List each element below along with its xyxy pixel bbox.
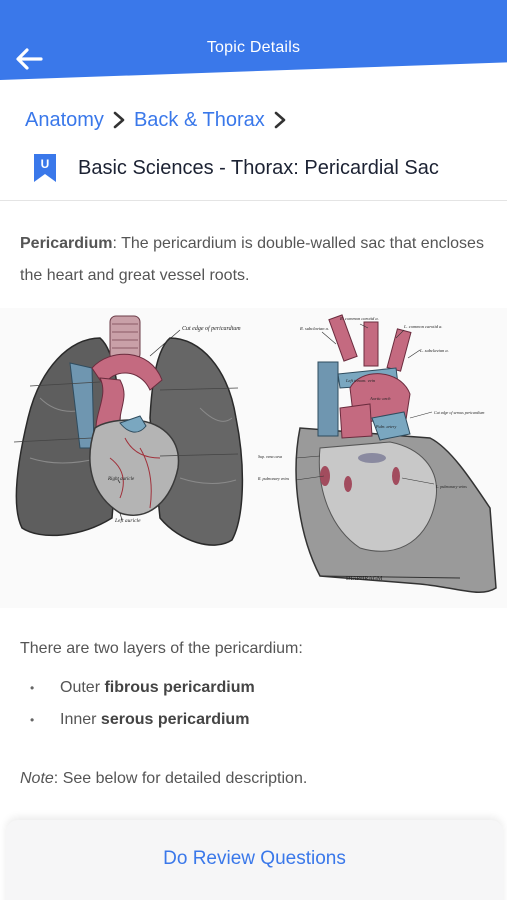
bullet-icon: • xyxy=(30,681,35,695)
chevron-right-icon xyxy=(112,110,126,130)
note-paragraph: Note: See below for detailed description… xyxy=(20,770,307,788)
do-review-questions-button[interactable]: Do Review Questions xyxy=(163,848,346,869)
list-item-bold: serous pericardium xyxy=(100,711,250,728)
list-item-prefix: Inner xyxy=(60,711,97,728)
label-sup-vena-cava: Sup. vena cava xyxy=(258,454,282,459)
label-right-auricle: Right auricle xyxy=(107,477,135,482)
list-item: • Outer fibrous pericardium xyxy=(30,672,255,704)
list-item-prefix: Outer xyxy=(60,679,101,696)
label-l-common-carotid: L. common carotid a. xyxy=(403,324,442,329)
bullet-icon: • xyxy=(30,713,35,727)
label-cut-edge-serous: Cut edge of serous pericardium xyxy=(434,410,484,415)
label-r-pulmonary-veins: R. pulmonary veins xyxy=(257,476,289,481)
note-label: Note xyxy=(20,770,54,787)
layers-list: • Outer fibrous pericardium • Inner serous… xyxy=(30,672,255,736)
label-left-auricle: Left auricle xyxy=(114,517,141,524)
bottom-action-bar: Do Review Questions xyxy=(6,820,503,900)
layers-intro: There are two layers of the pericardium: xyxy=(20,640,303,657)
list-item: • Inner serous pericardium xyxy=(30,704,255,736)
chevron-right-icon xyxy=(273,110,287,130)
page-title: Topic Details xyxy=(206,39,301,56)
topic-title: Basic Sciences - Thorax: Pericardial Sac xyxy=(78,156,439,179)
label-diaphragm: DIAPHRAGM xyxy=(346,576,383,582)
list-item-bold: fibrous pericardium xyxy=(104,679,255,696)
intro-term: Pericardium xyxy=(20,235,113,252)
breadcrumb-item-anatomy[interactable]: Anatomy xyxy=(25,108,104,131)
label-cut-edge-of-pericardium: Cut edge of pericardium xyxy=(182,325,241,332)
topic-header: U Basic Sciences - Thorax: Pericardial S… xyxy=(32,150,439,186)
label-l-subclavian: L. subclavian a. xyxy=(419,348,449,353)
intro-paragraph: Pericardium: The pericardium is double-w… xyxy=(20,228,490,292)
breadcrumb: Anatomy Back & Thorax xyxy=(25,106,295,134)
label-l-pulmonary-veins: L. pulmonary veins xyxy=(435,484,467,489)
note-text: : See below for detailed description. xyxy=(53,770,308,787)
badge-letter: U xyxy=(41,157,50,171)
intro-text: : The pericardium is double-walled sac t… xyxy=(20,235,484,284)
label-r-subclavian: R. subclavian a. xyxy=(299,326,329,331)
pericardium-illustration: Cut edge of pericardium Right auricle Le… xyxy=(0,308,507,608)
arrow-left-icon xyxy=(16,48,43,70)
divider xyxy=(0,200,507,201)
breadcrumb-item-back-thorax[interactable]: Back & Thorax xyxy=(133,108,265,131)
pericardial-sac-illustration: R. subclavian a. R. common carotid a. L.… xyxy=(257,314,497,594)
back-button[interactable] xyxy=(12,44,46,74)
bookmark-icon: U xyxy=(34,154,56,182)
label-r-common-carotid: R. common carotid a. xyxy=(339,316,379,321)
label-aortic-arch: Aortic arch xyxy=(369,396,391,401)
label-left-innom-vein: Left innom. vein xyxy=(345,378,376,383)
label-pulm-artery: Pulm. artery xyxy=(375,424,396,429)
lungs-heart-illustration: Cut edge of pericardium Right auricle Le… xyxy=(13,315,244,546)
